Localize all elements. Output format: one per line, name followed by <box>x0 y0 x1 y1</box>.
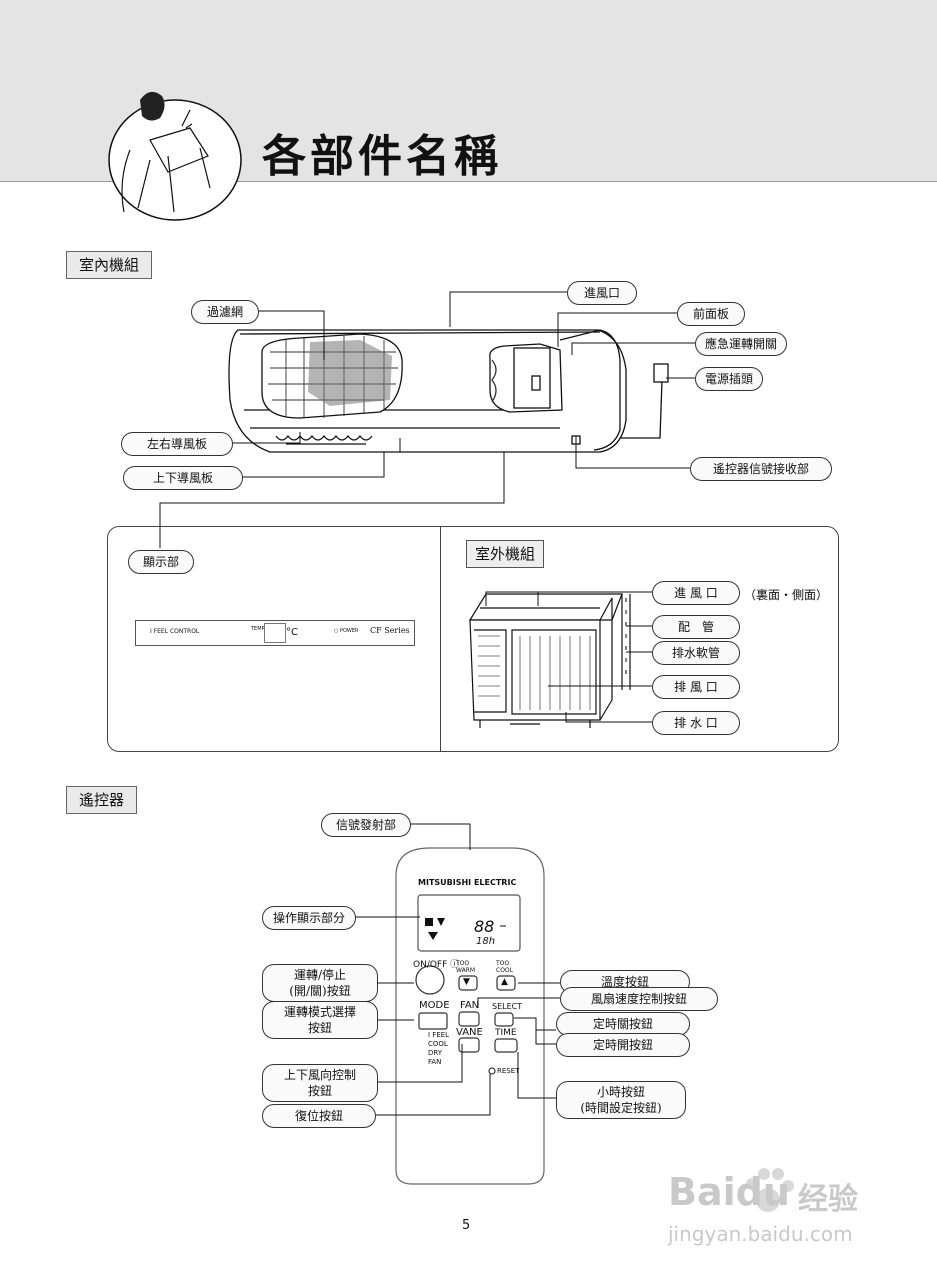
display-temp: TEMP <box>251 626 265 632</box>
watermark-brand-cn: 经验 <box>798 1182 858 1217</box>
remote-temp-down-button[interactable]: ▼ <box>463 977 470 987</box>
label-hour-button: 小時按鈕 (時間設定按鈕) <box>556 1081 686 1119</box>
label-remote-display: 操作顯示部分 <box>262 906 356 930</box>
label-on-timer-button: 定時開按鈕 <box>556 1033 690 1057</box>
remote-lcd-icons: 88 18h <box>425 917 506 947</box>
label-transmitter: 信號發射部 <box>321 813 411 837</box>
page-number: 5 <box>462 1218 471 1233</box>
label-mode-button: 運轉模式選擇 按鈕 <box>262 1001 378 1039</box>
panel-divider <box>440 526 441 751</box>
remote-vane-label: VANE <box>456 1027 483 1038</box>
paw-icon <box>746 1168 794 1212</box>
remote-too-warm: TOO WARM <box>456 960 476 974</box>
remote-temp-up-button[interactable]: ▲ <box>501 977 508 987</box>
label-power-plug: 電源插頭 <box>695 367 763 391</box>
label-air-filter: 過濾網 <box>191 300 259 324</box>
label-air-outlet: 排 風 口 <box>652 675 740 699</box>
label-display: 顯示部 <box>128 550 194 574</box>
display-lcd <box>264 623 286 643</box>
section-label-indoor: 室內機組 <box>66 251 153 279</box>
outdoor-unit-drawing <box>468 593 631 728</box>
label-onoff-button: 運轉/停止 (開/關)按鈕 <box>262 964 378 1002</box>
remote-time-label: TIME <box>495 1028 517 1038</box>
indoor-leader-lines <box>159 291 695 548</box>
watermark-brand: Baidu <box>668 1170 790 1214</box>
display-power: ○ POWER <box>334 628 359 634</box>
display-outdoor-panel <box>107 526 839 752</box>
label-horizontal-vane: 左右導風板 <box>121 432 233 456</box>
outdoor-leader-lines <box>485 591 652 723</box>
label-onoff-line1: 運轉/停止 <box>293 968 347 982</box>
label-piping: 配 管 <box>652 615 740 639</box>
watermark-url: jingyan.baidu.com <box>668 1222 853 1246</box>
remote-onoff-label: ON/OFF ⓘ <box>413 960 460 970</box>
label-outdoor-air-inlet-note: （裏面・側面） <box>744 588 829 602</box>
remote-mode-fan: FAN <box>428 1058 442 1066</box>
display-strip: I FEEL CONTROL TEMP °C ○ POWER CF Series <box>135 620 415 646</box>
label-vane-line2: 按鈕 <box>307 1084 332 1098</box>
display-i-feel: I FEEL CONTROL <box>150 628 200 635</box>
label-hour-line1: 小時按鈕 <box>596 1085 645 1099</box>
label-mode-line2: 按鈕 <box>307 1021 332 1035</box>
label-reset-button: 復位按鈕 <box>262 1104 376 1128</box>
label-vane-line1: 上下風向控制 <box>283 1068 356 1082</box>
label-drain-outlet: 排 水 口 <box>652 711 740 735</box>
remote-mode-cool: COOL <box>428 1040 448 1048</box>
label-front-panel: 前面板 <box>677 302 745 326</box>
baidu-watermark: Baidu 经验 jingyan.baidu.com <box>668 1160 888 1260</box>
remote-mode-label: MODE <box>419 1000 450 1011</box>
label-drain-hose: 排水軟管 <box>652 641 740 665</box>
remote-brand: MITSUBISHI ELECTRIC <box>418 878 517 887</box>
label-fan-speed-button: 風扇速度控制按鈕 <box>560 987 718 1011</box>
remote-mode-dry: DRY <box>428 1049 443 1057</box>
indoor-unit-drawing <box>228 329 669 453</box>
display-series: CF Series <box>370 626 410 635</box>
label-signal-receiver: 遙控器信號接收部 <box>690 457 832 481</box>
section-label-remote: 遙控器 <box>66 786 138 814</box>
remote-leader-lines <box>354 823 560 1116</box>
svg-text:18h: 18h <box>476 936 495 947</box>
section-label-outdoor: 室外機組 <box>466 540 545 568</box>
label-onoff-line2: (開/關)按鈕 <box>289 984 351 998</box>
label-hour-line2: (時間設定按鈕) <box>580 1101 662 1115</box>
reading-person-illustration <box>108 91 242 221</box>
label-emergency-switch: 應急運轉開關 <box>695 332 787 356</box>
label-vane-button: 上下風向控制 按鈕 <box>262 1064 378 1102</box>
remote-body <box>395 847 545 1185</box>
label-outdoor-air-inlet: 進 風 口 <box>652 581 740 605</box>
label-indoor-air-inlet: 進風口 <box>567 281 637 305</box>
remote-too-cool: TOO COOL <box>496 960 513 974</box>
display-celsius: °C <box>286 627 298 638</box>
page-title: 各部件名稱 <box>262 131 502 182</box>
remote-reset-label: RESET <box>497 1067 520 1075</box>
remote-mode-ifeel: I FEEL <box>428 1031 450 1039</box>
label-vertical-vane: 上下導風板 <box>123 466 243 490</box>
remote-select-label: SELECT <box>492 1002 523 1011</box>
label-mode-line1: 運轉模式選擇 <box>283 1005 356 1019</box>
remote-fan-label: FAN <box>460 1000 480 1011</box>
svg-text:88: 88 <box>474 917 494 936</box>
